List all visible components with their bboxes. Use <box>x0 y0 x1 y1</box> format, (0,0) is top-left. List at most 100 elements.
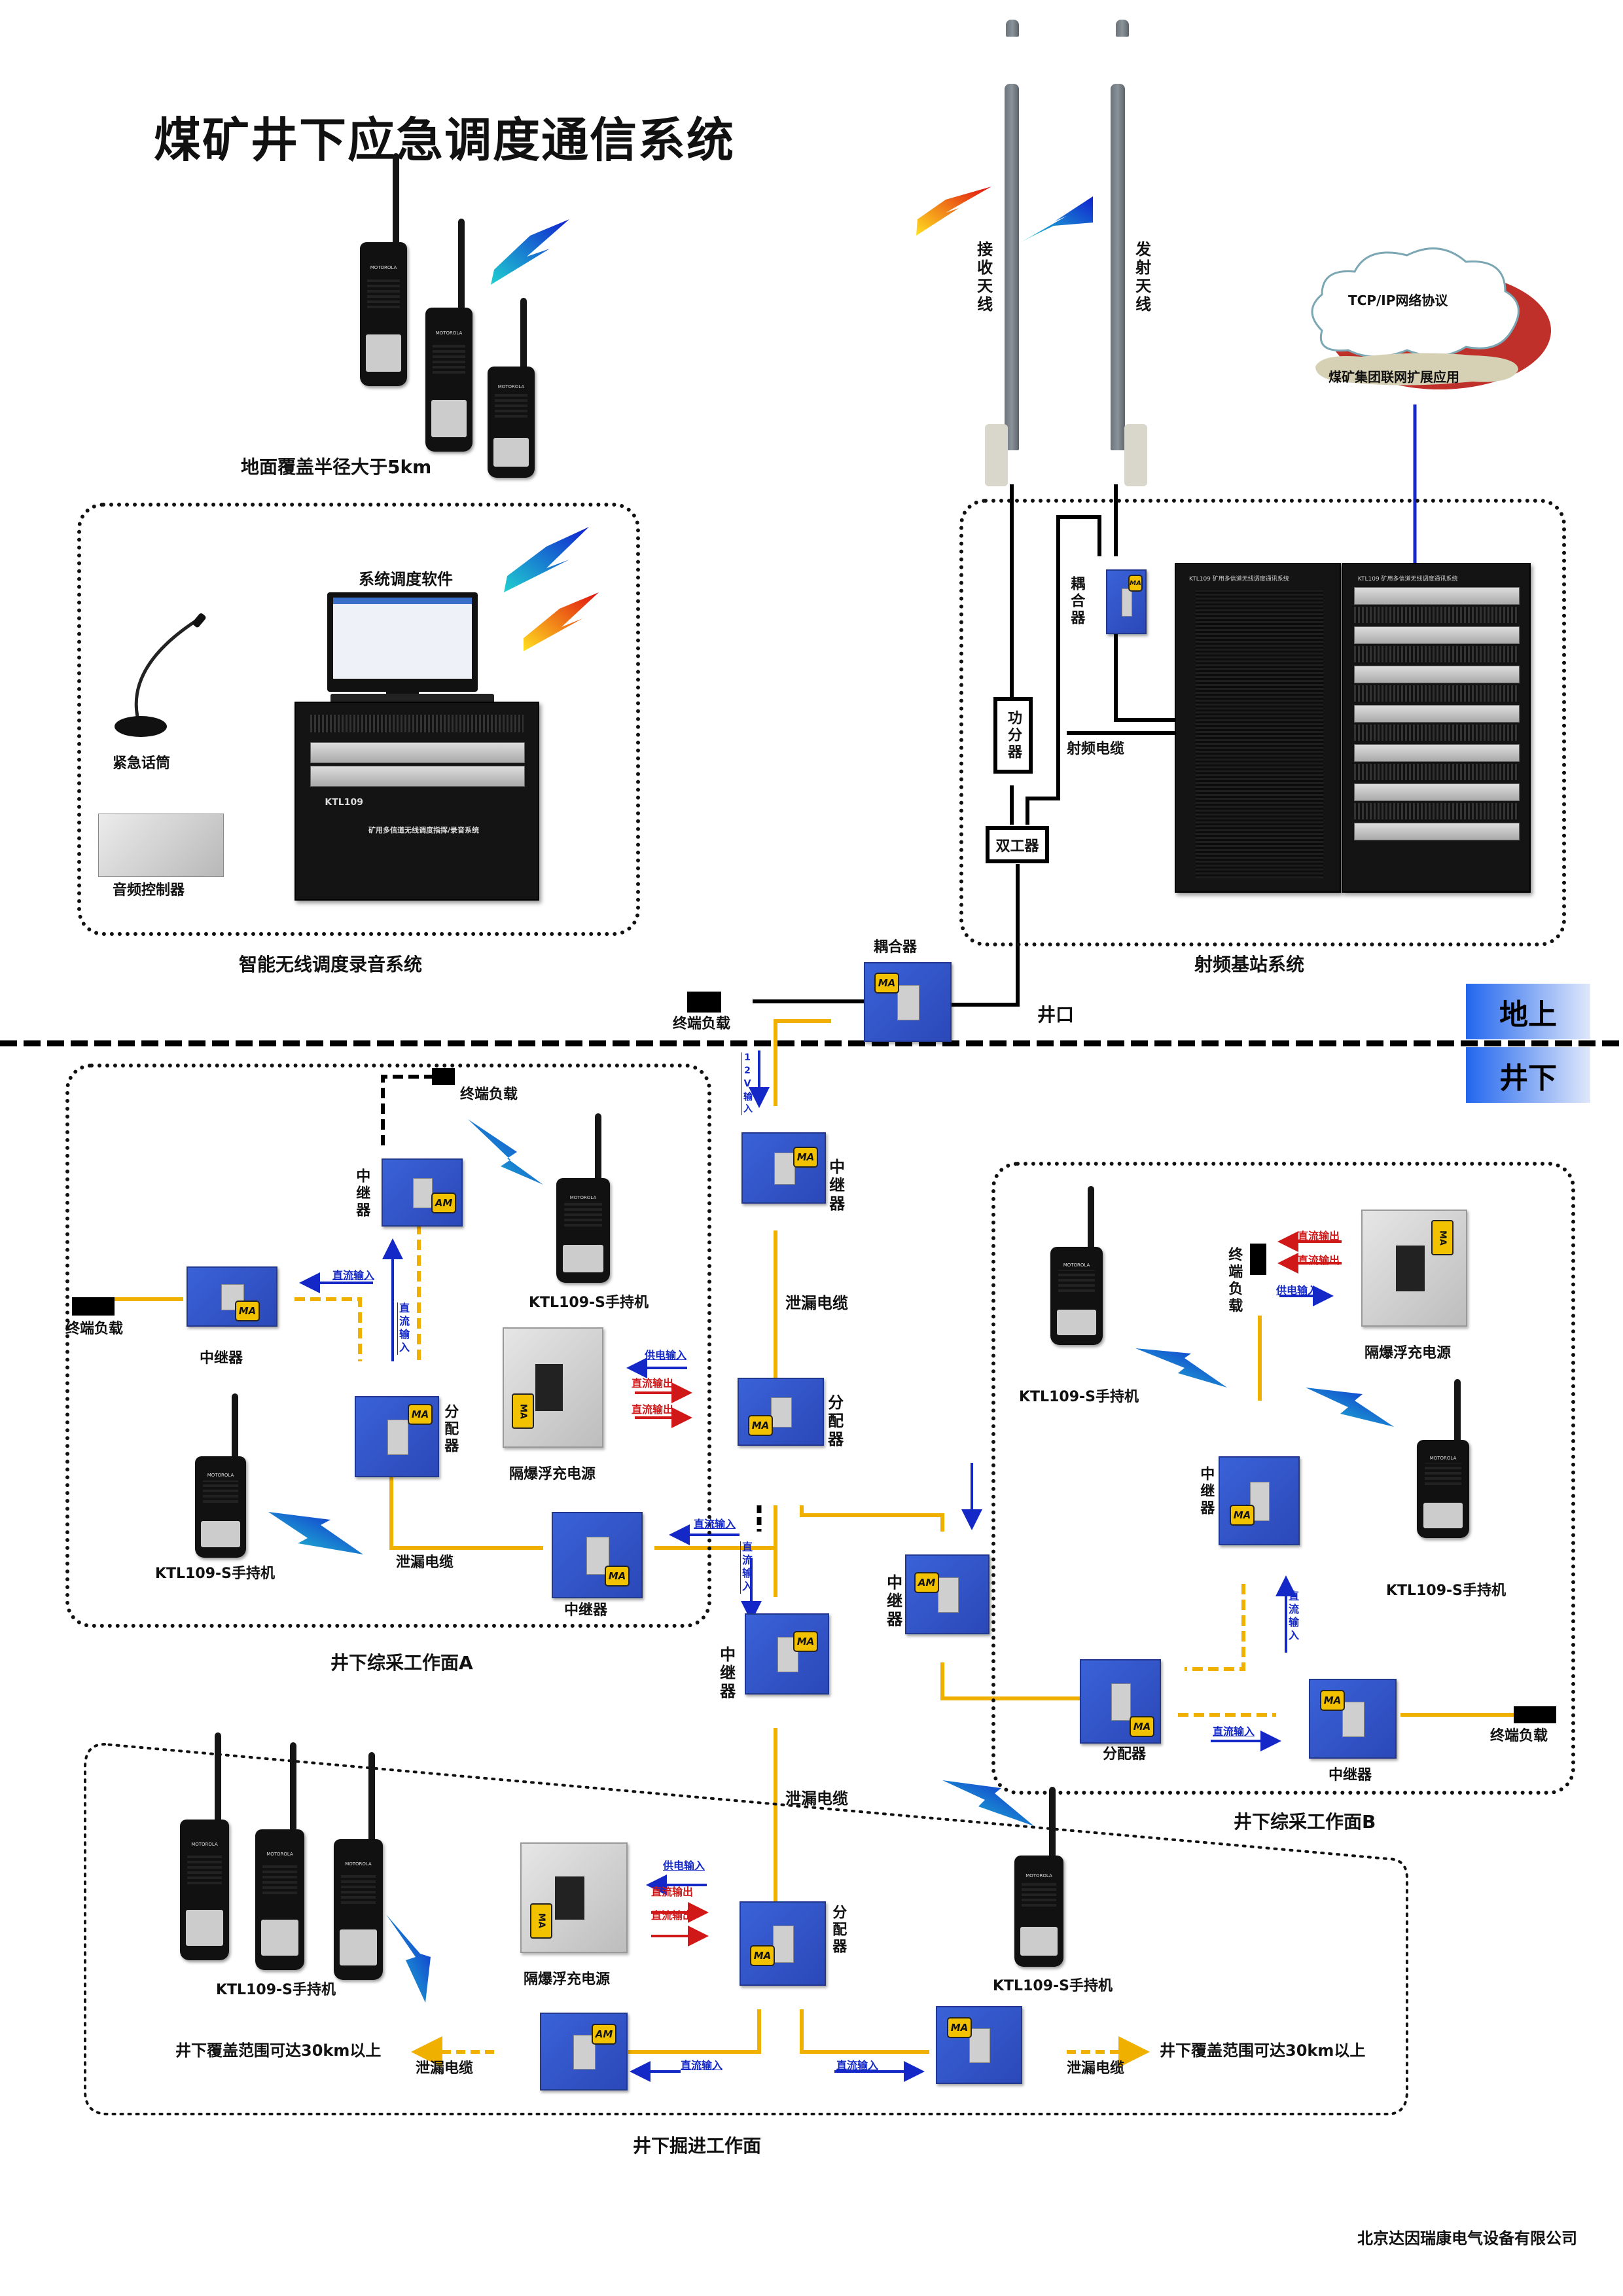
signal-bolt-icon <box>468 1119 543 1185</box>
duplexer: 双工器 <box>986 826 1049 863</box>
face-a-dc-out-label: 直流输出 <box>632 1403 674 1416</box>
heading-power-in-label: 供电输入 <box>663 1859 705 1872</box>
trunk-leaky-cable-2-label: 泄漏电缆 <box>785 1789 848 1808</box>
cloud-protocol-label: TCP/IP网络协议 <box>1348 293 1448 308</box>
face-a-splitter-label: 分配器 <box>442 1404 459 1455</box>
zone-face-b <box>991 1162 1575 1795</box>
heading-dc-in-label: 直流输入 <box>836 2059 879 2072</box>
face-b-dc-out-label: 直流输出 <box>1298 1254 1340 1266</box>
handset: MOTOROLA <box>195 1393 246 1558</box>
face-a-terminal-load-left <box>72 1297 115 1316</box>
handset: MOTOROLA <box>425 218 473 452</box>
tx-antenna-label: 发射天线 <box>1132 241 1151 314</box>
face-a-dc-in-label: 直流输入 <box>397 1302 410 1355</box>
signal-bolt-icon <box>1135 1348 1227 1388</box>
dispatch-monitor <box>327 592 478 692</box>
shaft-coupler-label: 耦合器 <box>874 939 918 956</box>
heading-dc-out-label: 直流输出 <box>651 1886 694 1898</box>
signal-bolt-icon <box>524 592 599 651</box>
face-b-splitter-label: 分配器 <box>1103 1746 1147 1763</box>
below-ground-tag: 井下 <box>1466 1047 1590 1103</box>
face-a-terminal-load-left-label: 终端负载 <box>65 1321 124 1337</box>
face-b-splitter: MA <box>1080 1659 1161 1744</box>
heading-dc-out-label: 直流输出 <box>651 1909 694 1922</box>
face-a-repeater-left: MA <box>187 1266 277 1327</box>
face-b-terminal-load-top <box>1250 1244 1266 1275</box>
rx-antenna-label: 接收天线 <box>974 241 993 314</box>
signal-bolt-icon <box>491 219 569 285</box>
face-a-psu-label: 隔爆浮充电源 <box>509 1466 596 1482</box>
face-a-dc-in-label: 直流输入 <box>694 1518 736 1530</box>
trunk-repeater-1-label: 中继器 <box>826 1158 845 1213</box>
face-a-zone-label: 井下综采工作面A <box>330 1652 473 1674</box>
face-a-repeater-bottom: MA <box>552 1512 643 1598</box>
signal-bolts <box>268 187 1394 2003</box>
audio-controller <box>98 814 224 877</box>
heading-repeater-left: AM <box>540 2013 628 2090</box>
face-a-handset-top-label: KTL109-S手持机 <box>529 1295 649 1311</box>
heading-handset-right-label: KTL109-S手持机 <box>993 1978 1113 1994</box>
handset: MOTOROLA <box>334 1751 383 1980</box>
rx-antenna <box>1005 84 1019 450</box>
base-coupler-label: 耦合器 <box>1068 576 1085 627</box>
rx-antenna-mount <box>985 424 1008 486</box>
trunk-repeater-1: MA <box>741 1132 826 1204</box>
trunk-leaky-cable-label: 泄漏电缆 <box>785 1294 848 1312</box>
face-a-black-dashed <box>381 1075 432 1145</box>
face-a-leaky-cable-label: 泄漏电缆 <box>396 1554 454 1571</box>
handset: MOTOROLA <box>556 1113 610 1283</box>
base-coupler: MA <box>1106 569 1147 634</box>
surface-coverage-label: 地面覆盖半径大于5km <box>241 456 432 478</box>
face-a-psu: MA <box>503 1327 603 1448</box>
heading-face-zone-label: 井下掘进工作面 <box>633 2135 762 2157</box>
signal-bolt-icon <box>942 1780 1034 1826</box>
trunk-repeater-3: AM <box>905 1554 990 1634</box>
heading-splitter-label: 分配器 <box>830 1905 847 1956</box>
shaft-terminal-load <box>687 992 721 1013</box>
power-splitter: 功分器 <box>993 697 1033 774</box>
emergency-mic-icon <box>115 613 206 737</box>
page-title: 煤矿井下应急调度通信系统 <box>154 113 736 168</box>
dispatch-zone-label: 智能无线调度录音系统 <box>239 954 423 975</box>
face-b-terminal-load-top-label: 终端负载 <box>1226 1247 1243 1315</box>
trunk-splitter-1-label: 分配器 <box>825 1394 844 1449</box>
handset: MOTOROLA <box>1417 1379 1469 1538</box>
signal-bolt-icon <box>504 527 589 592</box>
handset: MOTOROLA <box>488 297 535 478</box>
rx-antenna-cap <box>1006 20 1019 37</box>
trunk-repeater-2: MA <box>745 1613 829 1695</box>
base-station-rack: KTL109 矿用多信道无线调度通讯系统 <box>1342 563 1531 893</box>
leaky-cable-trunk <box>774 1019 1080 1937</box>
trunk-repeater-2-label: 中继器 <box>717 1646 736 1701</box>
duplexer-label: 双工器 <box>995 838 1039 855</box>
face-a-repeater-left-label: 中继器 <box>200 1350 243 1367</box>
trunk-repeater-3-label: 中继器 <box>883 1574 902 1629</box>
above-ground-tag: 地上 <box>1466 984 1590 1039</box>
mic-label: 紧急话筒 <box>113 755 171 772</box>
handset: MOTOROLA <box>255 1742 304 1970</box>
cloud-extension-label: 煤矿集团联网扩展应用 <box>1329 369 1459 385</box>
dispatch-console-rack: KTL109 矿用多信道无线调度指挥/录音系统 <box>294 702 539 901</box>
face-b-terminal-load <box>1514 1706 1556 1723</box>
face-a-splitter: MA <box>355 1396 439 1477</box>
software-label: 系统调度软件 <box>359 570 453 588</box>
console-caption: 矿用多信道无线调度指挥/录音系统 <box>368 826 480 834</box>
face-b-psu: MA <box>1361 1210 1467 1327</box>
face-a-repeater-top-label: 中继器 <box>353 1168 370 1219</box>
signal-bolt-icon <box>386 1914 431 2003</box>
handset: MOTOROLA <box>1014 1786 1063 1967</box>
heading-leaky-cable-left-label: 泄漏电缆 <box>416 2060 474 2077</box>
face-b-dc-in-label: 直流输入 <box>1213 1725 1255 1738</box>
shaft-terminal-load-label: 终端负载 <box>673 1016 731 1032</box>
tx-antenna <box>1111 84 1125 450</box>
face-a-repeater-top: AM <box>382 1158 463 1227</box>
trunk-splitter-1: MA <box>738 1378 824 1446</box>
face-b-repeater-top: MA <box>1219 1456 1300 1545</box>
signal-bolt-icon <box>1306 1388 1394 1427</box>
heading-coverage-left-label: 井下覆盖范围可达30km以上 <box>175 2041 382 2060</box>
handset: MOTOROLA <box>180 1732 229 1960</box>
heading-handsets-label: KTL109-S手持机 <box>216 1982 336 1998</box>
tx-antenna-cap <box>1116 20 1129 37</box>
rf-cable-label: 射频电缆 <box>1067 741 1125 757</box>
heading-splitter: MA <box>740 1901 826 1986</box>
